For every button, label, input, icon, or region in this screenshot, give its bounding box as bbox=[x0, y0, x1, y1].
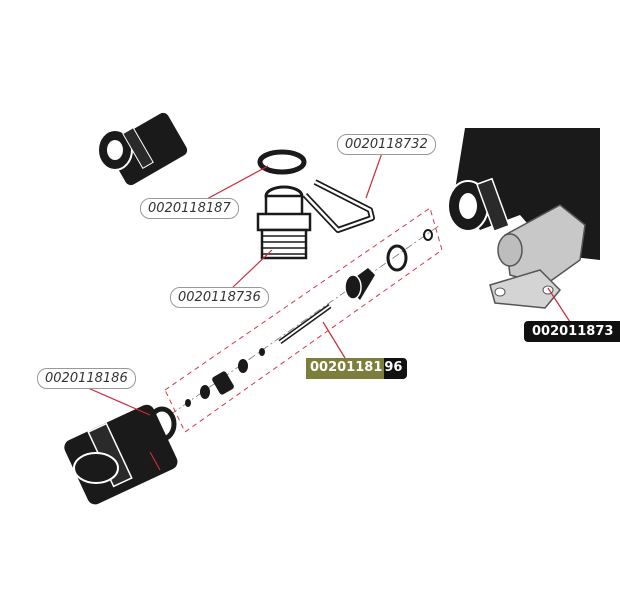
part-label-0020118187[interactable]: 0020118187 bbox=[140, 198, 239, 219]
leader-8187 bbox=[204, 165, 269, 201]
cartridge-parts bbox=[185, 229, 433, 407]
valve-body bbox=[447, 128, 600, 309]
part-label-0020118186[interactable]: 0020118186 bbox=[37, 368, 136, 389]
top-left-fitting bbox=[97, 112, 188, 186]
threaded-adapter-8736 bbox=[256, 185, 312, 260]
part-label-suffix: 96 bbox=[384, 360, 403, 375]
part-label-highlight: 00201181 bbox=[306, 358, 385, 379]
leader-8196 bbox=[322, 321, 346, 359]
o-ring-8187 bbox=[257, 149, 307, 175]
leader-8736 bbox=[231, 249, 273, 289]
leader-8186 bbox=[87, 387, 151, 416]
part-label-0020118736[interactable]: 0020118736 bbox=[170, 287, 269, 308]
part-label-002011873[interactable]: 002011873 bbox=[524, 321, 620, 342]
leader-bottom-fitting bbox=[149, 451, 161, 471]
leader-8732 bbox=[365, 152, 383, 199]
leader-lines bbox=[87, 152, 571, 471]
leader-873x bbox=[547, 287, 571, 323]
exploded-parts-diagram: 0020118187 0020118732 0020118736 0020118… bbox=[37, 112, 620, 505]
diagram-artwork bbox=[64, 112, 600, 505]
bottom-left-fitting bbox=[64, 404, 178, 505]
part-label-0020118732[interactable]: 0020118732 bbox=[337, 134, 436, 155]
assembly-group-box bbox=[164, 207, 443, 433]
